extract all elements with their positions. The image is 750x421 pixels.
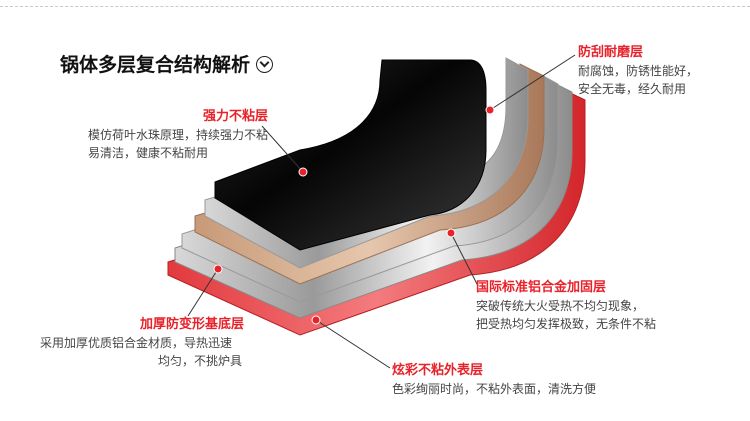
page-title-text: 锅体多层复合结构解析 bbox=[60, 54, 251, 76]
label-scratch-desc-2: 安全无毒，经久耐用 bbox=[578, 82, 687, 96]
chevron-down-circle-icon bbox=[256, 56, 274, 73]
label-nonstick: 强力不粘层 模仿荷叶水珠原理，持续强力不粘 易清洁，健康不粘耐用 bbox=[88, 108, 268, 162]
label-outer: 炫彩不粘外表层 色彩绚丽时尚，不粘外表面，清洗方便 bbox=[392, 362, 596, 398]
label-scratch-desc-1: 耐腐蚀，防锈性能好， bbox=[578, 64, 699, 78]
label-scratch: 防刮耐磨层 耐腐蚀，防锈性能好， 安全无毒，经久耐用 bbox=[578, 44, 698, 98]
label-nonstick-desc-2: 易清洁，健康不粘耐用 bbox=[87, 146, 208, 160]
leader-nonstick bbox=[261, 125, 308, 177]
leader-alloy bbox=[446, 228, 479, 287]
label-base-desc-2: 均匀，不挑炉具 bbox=[158, 354, 243, 368]
label-alloy-desc-1: 突破传统大火受热不均匀现象， bbox=[476, 299, 645, 313]
label-alloy: 国际标准铝合金加固层 突破传统大火受热不均匀现象， 把受热均匀发挥极致，无条件不… bbox=[476, 279, 656, 333]
leader-scratch bbox=[485, 54, 576, 115]
label-outer-title: 炫彩不粘外表层 bbox=[392, 363, 484, 378]
label-base-title: 加厚防变形基底层 bbox=[140, 317, 245, 332]
label-alloy-desc-2: 把受热均匀发挥极致，无条件不粘 bbox=[476, 317, 657, 331]
label-outer-desc-1: 色彩绚丽时尚，不粘外表面，清洗方便 bbox=[392, 382, 597, 396]
label-scratch-title: 防刮耐磨层 bbox=[578, 45, 644, 60]
label-base: 加厚防变形基底层 采用加厚优质铝合金材质，导热迅速 均匀，不挑炉具 bbox=[40, 316, 244, 370]
label-base-desc-1: 采用加厚优质铝合金材质，导热迅速 bbox=[40, 336, 233, 350]
top-dashed-border bbox=[0, 6, 750, 7]
page-title: 锅体多层复合结构解析 bbox=[60, 50, 274, 77]
label-nonstick-title: 强力不粘层 bbox=[202, 109, 268, 124]
layer-nonstick-black bbox=[214, 59, 487, 251]
leader-outer bbox=[311, 315, 391, 369]
leader-base bbox=[187, 264, 223, 317]
label-alloy-title: 国际标准铝合金加固层 bbox=[476, 280, 607, 295]
label-nonstick-desc-1: 模仿荷叶水珠原理，持续强力不粘 bbox=[87, 128, 268, 142]
